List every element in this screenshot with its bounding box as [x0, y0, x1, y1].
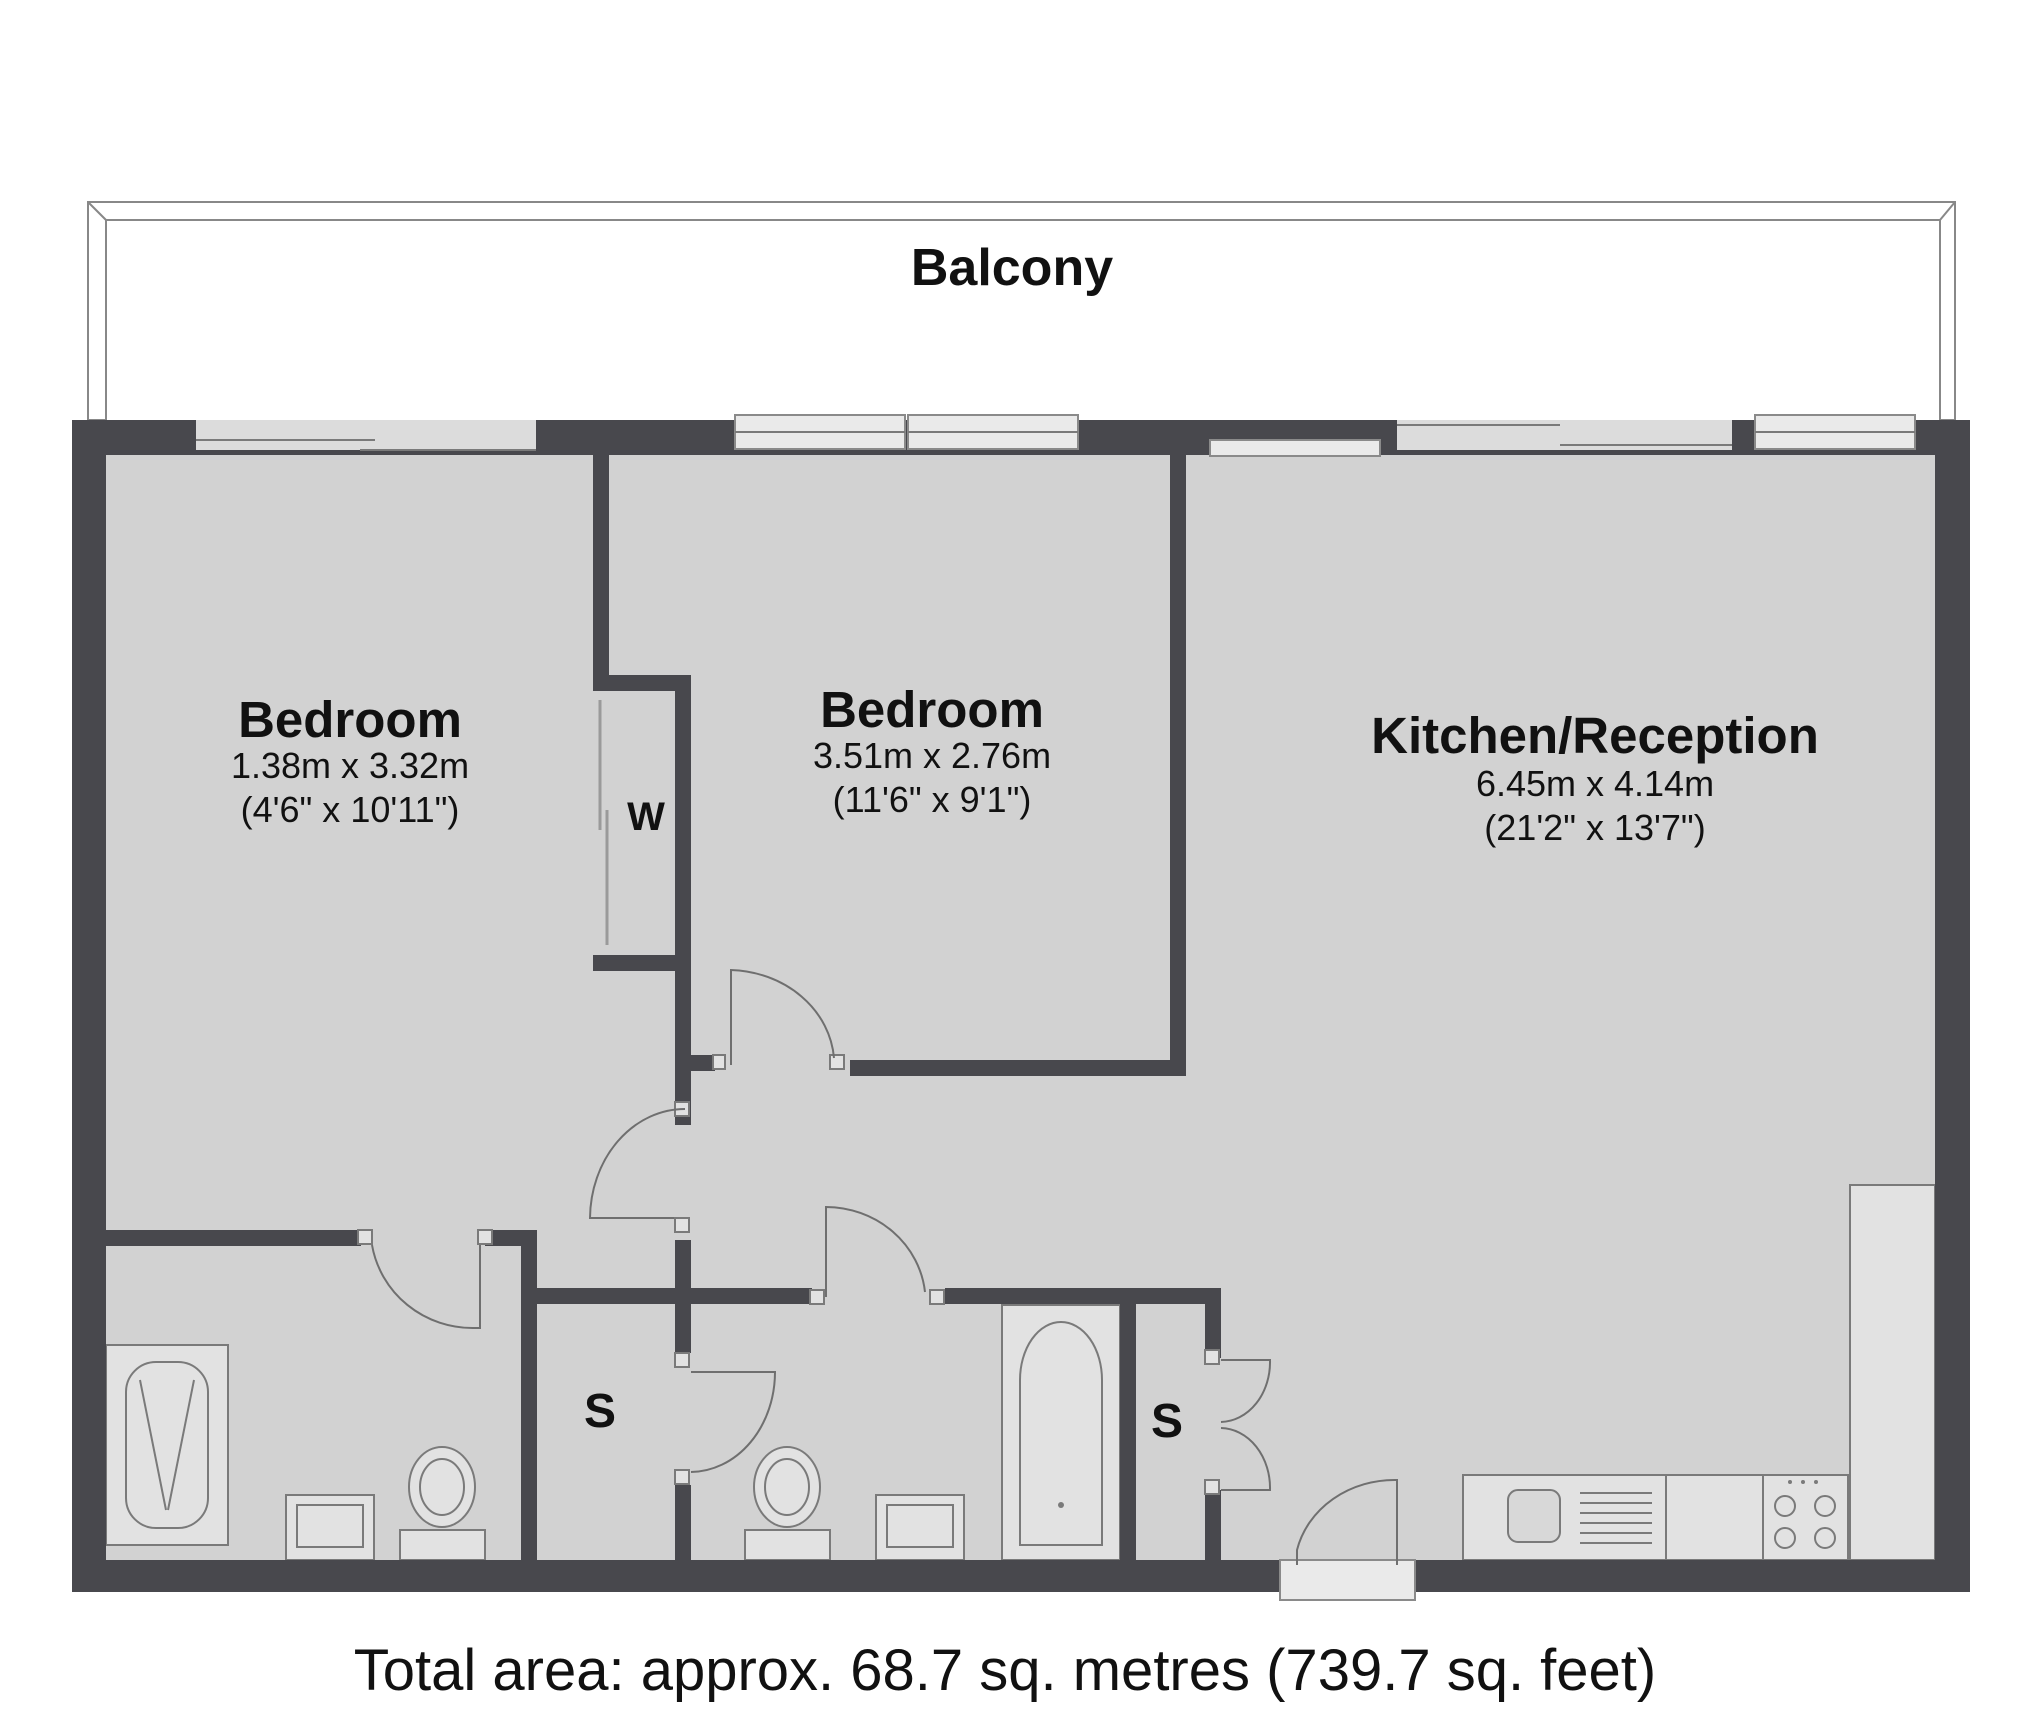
room-3-imperial: (21'2" x 13'7"): [1484, 807, 1705, 848]
entrance-door-frame: [1279, 1559, 1416, 1601]
room-2-name: Bedroom: [820, 681, 1044, 738]
room-1-metric: 1.38m x 3.32m: [231, 745, 469, 786]
labels: Balcony Bedroom 1.38m x 3.32m (4'6" x 10…: [231, 239, 1819, 1703]
toilet-icon: [744, 1529, 831, 1561]
storage-marker-2: S: [1151, 1395, 1183, 1448]
balcony: [87, 201, 1956, 421]
hob-icon: [1774, 1480, 1836, 1549]
sink-icon: [1507, 1489, 1561, 1543]
bath-icon: [1001, 1304, 1121, 1561]
room-1-imperial: (4'6" x 10'11"): [241, 789, 460, 830]
bath-icon: [105, 1344, 229, 1546]
bathroom-1-fixtures: [105, 1344, 486, 1561]
wardrobe-marker: W: [627, 795, 665, 839]
room-2-imperial: (11'6" x 9'1"): [833, 779, 1032, 820]
bathroom-2-fixtures: [744, 1304, 1121, 1561]
kitchen-units: [1462, 1184, 1936, 1561]
drainer-icon: [1580, 1492, 1652, 1544]
doors: [357, 700, 1398, 1565]
storage-marker-1: S: [584, 1385, 616, 1438]
total-area: Total area: approx. 68.7 sq. metres (739…: [354, 1638, 1656, 1703]
toilet-icon: [399, 1529, 486, 1561]
room-2-metric: 3.51m x 2.76m: [813, 735, 1051, 776]
room-3-metric: 6.45m x 4.14m: [1476, 763, 1714, 804]
room-1-name: Bedroom: [238, 691, 462, 748]
room-3-name: Kitchen/Reception: [1371, 707, 1819, 764]
balcony-label: Balcony: [911, 239, 1113, 297]
windows: [196, 414, 1916, 1601]
